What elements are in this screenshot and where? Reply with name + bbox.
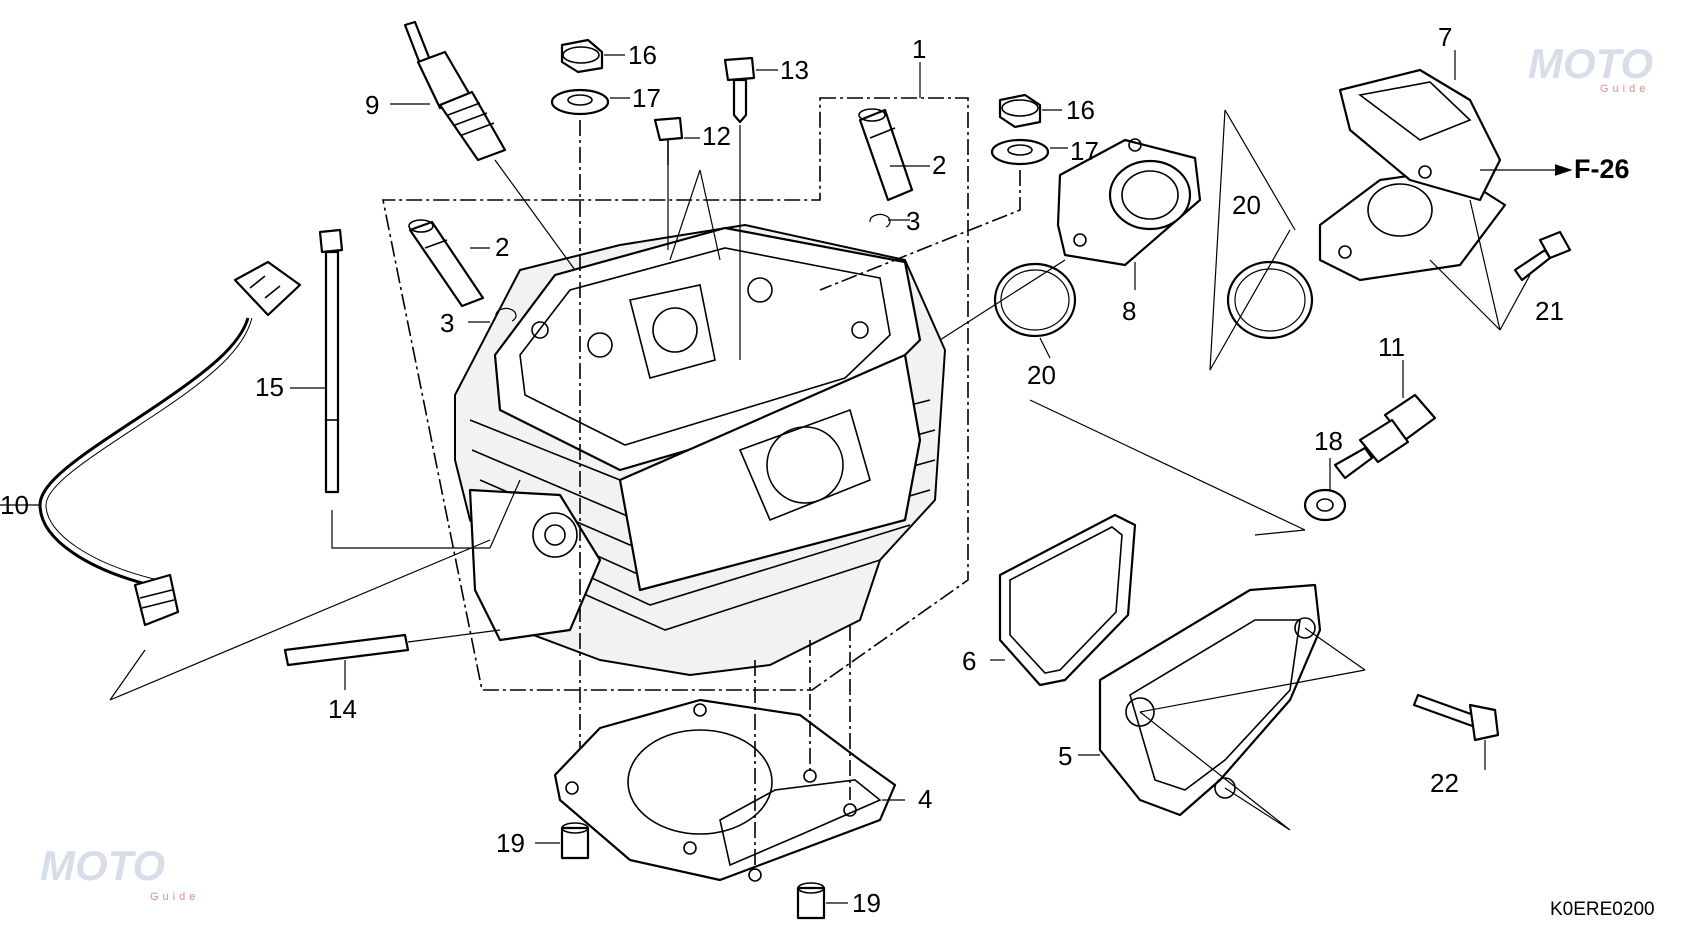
callout-7: 7 — [1438, 22, 1452, 52]
leader-18 — [1029, 399, 1331, 536]
callout-5: 5 — [1058, 741, 1072, 771]
washer-right — [990, 138, 1050, 166]
intake-insulator — [1056, 138, 1202, 267]
callout-8: 8 — [1122, 296, 1136, 326]
side-cover — [1098, 583, 1322, 817]
leader-20-right — [1209, 109, 1296, 371]
clip-lower — [495, 307, 517, 322]
leader-14 — [344, 629, 501, 690]
stud-line-right — [819, 170, 1021, 291]
bolt-13 — [723, 56, 756, 124]
bolt-21 — [1513, 230, 1572, 282]
callout-6: 6 — [962, 646, 976, 676]
clip-upper — [869, 213, 891, 228]
o-ring-right-inner — [1234, 268, 1306, 332]
gasket-guide-lines — [754, 625, 851, 870]
side-cover-gasket — [998, 513, 1137, 687]
bolt-12 — [653, 116, 684, 165]
sensor-wire — [38, 260, 302, 627]
callout-17-right: 17 — [1070, 136, 1099, 166]
diagram-code: K0ERE0200 — [1550, 899, 1655, 920]
callout-15: 15 — [255, 372, 284, 402]
nut-left — [560, 38, 604, 74]
watermark-text: MOTO — [1528, 40, 1653, 87]
callout-3-upper: 3 — [906, 206, 920, 236]
callout-3-lower: 3 — [440, 308, 454, 338]
spark-plug — [403, 20, 507, 162]
dowel-pin-left — [560, 822, 590, 860]
callout-20-left: 20 — [1027, 360, 1056, 390]
temp-sensor — [1333, 393, 1437, 480]
callout-21: 21 — [1535, 296, 1564, 326]
nut-right — [998, 93, 1042, 129]
watermark-subtext: Guide — [150, 891, 199, 903]
callout-11: 11 — [1378, 332, 1405, 362]
leader-9 — [390, 103, 576, 271]
callout-14: 14 — [328, 694, 357, 724]
callout-4: 4 — [918, 784, 932, 814]
washer-left — [550, 88, 610, 116]
o-ring-right — [1226, 260, 1314, 340]
leader-8-20 — [939, 259, 1136, 359]
leader-16-17 — [604, 54, 1068, 149]
callout-9: 9 — [365, 90, 379, 120]
watermark-logo-top-right: MOTO Guide — [1528, 40, 1653, 95]
o-ring-left-inner — [1000, 269, 1070, 331]
assembly-outline — [382, 97, 969, 691]
leader-19 — [535, 842, 848, 904]
stud-15 — [318, 228, 344, 494]
stud-14 — [283, 633, 410, 667]
callout-18: 18 — [1314, 426, 1343, 456]
o-ring-left — [993, 262, 1077, 338]
washer-18 — [1303, 488, 1347, 522]
leader-12-13 — [667, 69, 778, 360]
callout-2-upper: 2 — [932, 150, 946, 180]
leader-10 — [0, 504, 491, 701]
callout-20-right: 20 — [1232, 190, 1261, 220]
intake-pipe — [1318, 68, 1507, 282]
leader-21 — [1429, 199, 1531, 331]
leader-15 — [290, 387, 521, 549]
callout-12: 12 — [702, 121, 731, 151]
valve-guide-lower — [408, 219, 485, 308]
dowel-pin-right — [796, 882, 826, 920]
watermark-logo-bottom-left: MOTO Guide — [40, 842, 199, 903]
leader-2-3 — [468, 165, 930, 323]
head-gasket — [553, 698, 897, 882]
leader-5 — [1078, 627, 1366, 831]
callout-1: 1 — [912, 34, 926, 64]
callout-10: 10 — [0, 490, 29, 520]
callout-13: 13 — [780, 55, 809, 85]
callout-22: 22 — [1430, 768, 1459, 798]
arrow-f26 — [1554, 164, 1573, 176]
callout-16-right: 16 — [1066, 95, 1095, 125]
callout-19-right: 19 — [852, 888, 881, 918]
callout-17-left: 17 — [632, 83, 661, 113]
callout-19-left: 19 — [496, 828, 525, 858]
watermark-subtext: Guide — [1600, 83, 1649, 95]
reference-f26: F-26 — [1574, 154, 1630, 184]
watermark-text: MOTO — [40, 842, 165, 889]
valve-guide-upper — [858, 108, 914, 202]
bolt-22 — [1412, 693, 1500, 742]
callout-16-left: 16 — [628, 40, 657, 70]
cylinder-head — [454, 224, 946, 676]
callout-2-lower: 2 — [495, 232, 509, 262]
